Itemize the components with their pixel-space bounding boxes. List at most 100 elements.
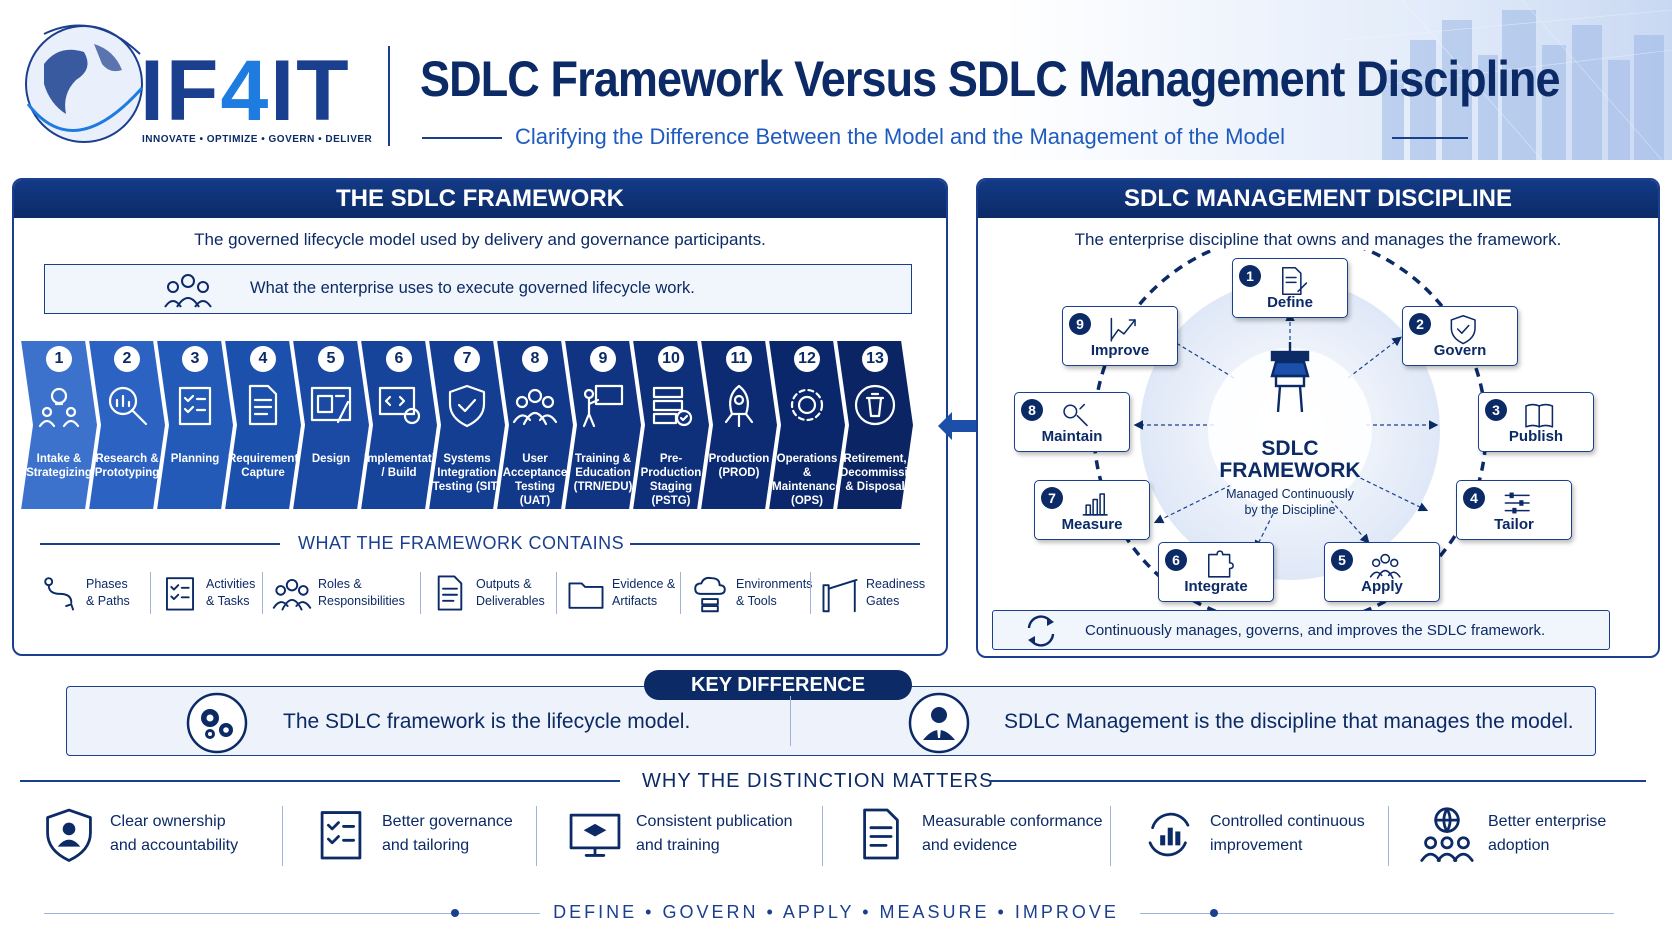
phase-chevron: 4 Requirements Capture (224, 340, 305, 510)
footer-separator: • (989, 902, 1015, 922)
brand-prefix: IF (140, 43, 221, 139)
why-divider (1388, 806, 1389, 866)
chevron-shape (20, 340, 98, 510)
key-right-text: SDLC Management is the discipline that m… (1004, 710, 1574, 733)
clipboard-checklist-icon (172, 382, 218, 428)
discipline-node: 4 Tailor (1456, 480, 1572, 540)
node-label: Measure (1061, 516, 1123, 533)
folder-icon (566, 573, 606, 613)
discipline-node: 3 Publish (1478, 392, 1594, 452)
phase-number: 8 (522, 346, 548, 372)
node-label: Improve (1090, 342, 1150, 359)
page-title: SDLC Framework Versus SDLC Management Di… (420, 51, 1561, 107)
footer-motto: DEFINE • GOVERN • APPLY • MEASURE • IMPR… (0, 902, 1672, 923)
discipline-node: 8 Maintain (1014, 392, 1130, 452)
phase-number: 6 (386, 346, 412, 372)
center-framework-sub: Managed Continuously by the Discipline (1210, 486, 1370, 518)
why-rule-right (990, 780, 1646, 782)
discipline-node: 9 Improve (1062, 306, 1178, 366)
node-label: Govern (1433, 342, 1487, 359)
framework-usage-box: What the enterprise uses to execute gove… (44, 264, 912, 314)
phase-chevron: 8 User Acceptance Testing (UAT) (496, 340, 574, 510)
continuous-note-text: Continuously manages, governs, and impro… (1085, 622, 1546, 639)
phase-number: 11 (726, 346, 752, 372)
blueprint-icon (308, 382, 354, 428)
phase-label: Design (311, 453, 351, 465)
contains-item-label: Activities& Tasks (206, 577, 256, 608)
contains-item: Environments& Tools (690, 568, 812, 618)
phase-number: 10 (658, 346, 684, 372)
phase-chevron: 12 Operations & Maintenance (OPS) (768, 340, 846, 510)
phase-label: Intake & Strategizing (26, 453, 92, 479)
footer-separator: • (637, 902, 663, 922)
phase-label: Operations & Maintenance (OPS) (772, 453, 842, 507)
discipline-node: 1 Define (1232, 258, 1348, 318)
refresh-cycle-icon (1027, 615, 1055, 647)
team-check-icon (512, 382, 558, 428)
key-difference-label: KEY DIFFERENCE (644, 670, 912, 700)
footer-backdrop (540, 902, 1140, 926)
key-left-text: The SDLC framework is the lifecycle mode… (283, 710, 691, 733)
document-icon (240, 382, 286, 428)
phase-number: 7 (454, 346, 480, 372)
cloud-server-icon (690, 573, 730, 613)
globe-people-icon (1418, 805, 1476, 863)
chevron-shape (88, 340, 166, 510)
node-number: 5 (1331, 549, 1353, 571)
contains-item: Outputs &Deliverables (430, 568, 545, 618)
node-label: Define (1267, 294, 1313, 311)
why-divider (822, 806, 823, 866)
center-title-line2: FRAMEWORK (1219, 459, 1361, 482)
footer-word: MEASURE (879, 902, 990, 922)
contains-divider (810, 572, 811, 614)
footer-word: IMPROVE (1014, 902, 1119, 922)
phase-number: 4 (250, 346, 276, 372)
code-gear-icon (376, 382, 422, 428)
node-number: 3 (1485, 399, 1507, 421)
phase-label: Research & Prototyping (94, 453, 160, 479)
shield-check-icon (444, 382, 490, 428)
discipline-node: 6 Integrate (1158, 542, 1274, 602)
chevron-shape (360, 340, 438, 510)
contains-item-label: Outputs &Deliverables (476, 577, 545, 608)
server-check-icon (648, 382, 694, 428)
brand-suffix: IT (270, 43, 351, 139)
barrier-gate-icon (820, 573, 860, 613)
chevron-shape (768, 340, 846, 510)
contains-item-label: Evidence &Artifacts (612, 577, 676, 608)
phase-chevron: 10 Pre-Production Staging (PSTG) (632, 340, 710, 510)
phase-chevron: 11 Production (PROD) (700, 340, 778, 510)
node-number: 6 (1165, 549, 1187, 571)
why-divider (1110, 806, 1111, 866)
contains-title: WHAT THE FRAMEWORK CONTAINS (298, 533, 625, 553)
framework-usage-text: What the enterprise uses to execute gove… (250, 279, 695, 297)
idea-people-icon (36, 382, 82, 428)
node-label: Apply (1361, 578, 1403, 595)
presenter-icon (580, 382, 626, 428)
phase-label: Requirements Capture (228, 453, 305, 479)
phase-label: Implementation / Build (364, 453, 449, 479)
contains-item: Evidence &Artifacts (566, 568, 675, 618)
phase-number: 2 (114, 346, 140, 372)
discipline-node: 7 Measure (1034, 480, 1150, 540)
page-subtitle: Clarifying the Difference Between the Mo… (515, 124, 1286, 149)
node-number: 7 (1041, 487, 1063, 509)
team-icon (164, 274, 212, 308)
path-icon (40, 573, 80, 613)
phase-number: 1 (46, 346, 72, 372)
footer-dot-right (1210, 909, 1218, 917)
contains-divider (150, 572, 151, 614)
monitor-graduation-icon (566, 805, 624, 863)
why-divider (282, 806, 283, 866)
continuous-note-box: Continuously manages, governs, and impro… (992, 610, 1610, 650)
